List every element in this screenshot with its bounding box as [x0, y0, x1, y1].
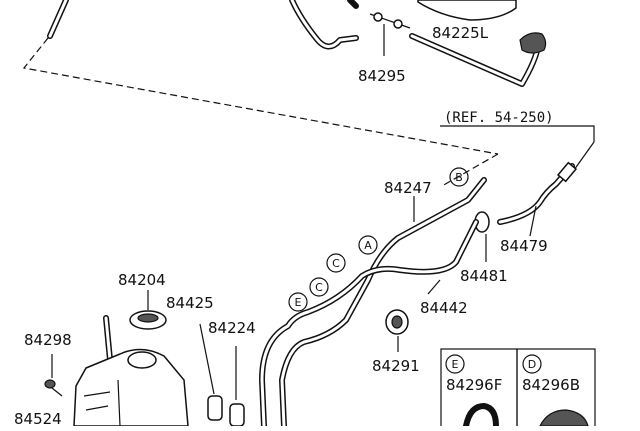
label-84295: 84295 [358, 67, 406, 85]
label-84225L: 84225L [432, 24, 489, 42]
svg-text:C: C [315, 281, 323, 294]
dashed-connector-top [22, 37, 499, 155]
main-hose-84247 [279, 177, 487, 429]
callout-E: E [288, 292, 308, 312]
top-left-hose [47, 0, 69, 39]
svg-text:A: A [364, 239, 372, 252]
hose-84442 [259, 219, 479, 429]
svg-text:E: E [452, 358, 459, 371]
label-84524: 84524 [14, 410, 62, 426]
svg-text:C: C [332, 257, 340, 270]
label-84479: 84479 [500, 237, 548, 255]
callout-A: A [358, 235, 378, 255]
washer-tank-assembly [44, 290, 245, 427]
svg-text:E: E [295, 296, 302, 309]
callout-C-lower: C [309, 277, 329, 297]
svg-text:D: D [528, 358, 536, 371]
label-84298: 84298 [24, 331, 72, 349]
label-84247: 84247 [384, 179, 432, 197]
joint-84295 [369, 12, 411, 56]
callout-C-upper: C [326, 253, 346, 273]
label-84296B: 84296B [522, 376, 580, 394]
washer-nozzle-84225L [417, 0, 547, 54]
callout-box-E: E [445, 354, 465, 374]
ref-bracket [440, 125, 595, 171]
label-84291: 84291 [372, 357, 420, 375]
label-84481: 84481 [460, 267, 508, 285]
label-84296F: 84296F [446, 376, 502, 394]
svg-text:B: B [455, 171, 463, 184]
hose-84479 [497, 161, 578, 237]
label-ref-54-250: (REF. 54-250) [444, 110, 554, 126]
label-84224: 84224 [208, 319, 256, 337]
label-84442: 84442 [420, 299, 468, 317]
label-84204: 84204 [118, 271, 166, 289]
label-84425: 84425 [166, 294, 214, 312]
callout-B: B [449, 167, 469, 187]
grommet-84291 [385, 309, 409, 352]
callout-box-D: D [522, 354, 542, 374]
